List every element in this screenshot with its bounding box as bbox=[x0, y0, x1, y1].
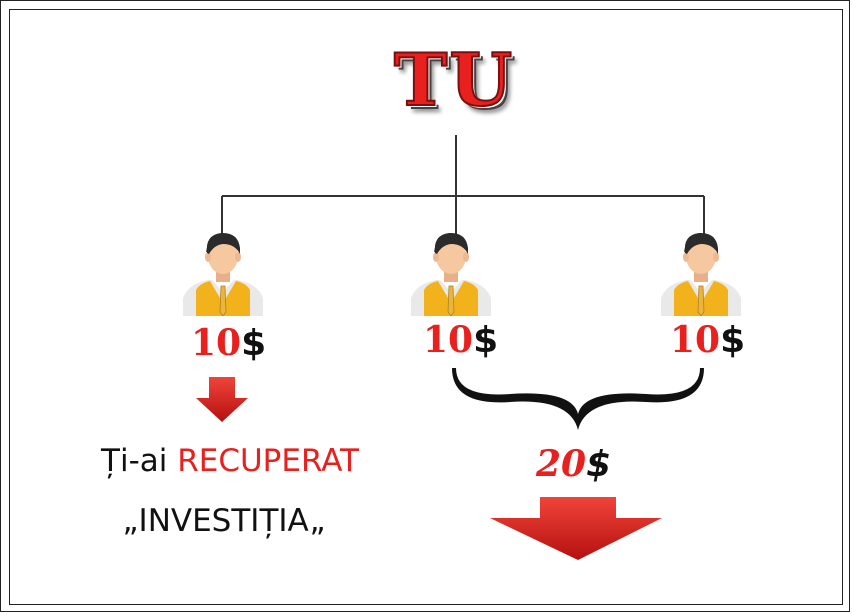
amount-total: 20$ bbox=[536, 446, 611, 483]
arrow-down-small-icon bbox=[196, 377, 248, 422]
amount-center-value: 10 bbox=[423, 319, 474, 361]
amount-left-currency: $ bbox=[241, 323, 267, 364]
message-prefix: Ți-ai bbox=[101, 443, 178, 479]
person-center-icon bbox=[410, 232, 492, 316]
message-highlight: RECUPERAT bbox=[177, 443, 359, 479]
message-line-1: Ți-ai RECUPERAT bbox=[30, 446, 430, 477]
inner-frame bbox=[9, 9, 843, 605]
amount-center-currency: $ bbox=[473, 320, 499, 361]
message-line-2: „INVESTIȚIA„ bbox=[122, 503, 326, 539]
root-title: TU bbox=[393, 37, 515, 122]
amount-total-currency: $ bbox=[586, 444, 612, 485]
amount-center: 10$ bbox=[423, 322, 498, 359]
amount-left: 10$ bbox=[191, 325, 266, 362]
amount-total-value: 20 bbox=[536, 443, 587, 485]
amount-right-value: 10 bbox=[670, 319, 721, 361]
amount-right-currency: $ bbox=[720, 320, 746, 361]
curly-brace-icon bbox=[452, 368, 704, 430]
amount-right: 10$ bbox=[670, 322, 745, 359]
amount-left-value: 10 bbox=[191, 322, 242, 364]
person-left-icon bbox=[182, 232, 264, 316]
arrow-down-large-icon bbox=[490, 497, 662, 560]
person-right-icon bbox=[660, 232, 742, 316]
